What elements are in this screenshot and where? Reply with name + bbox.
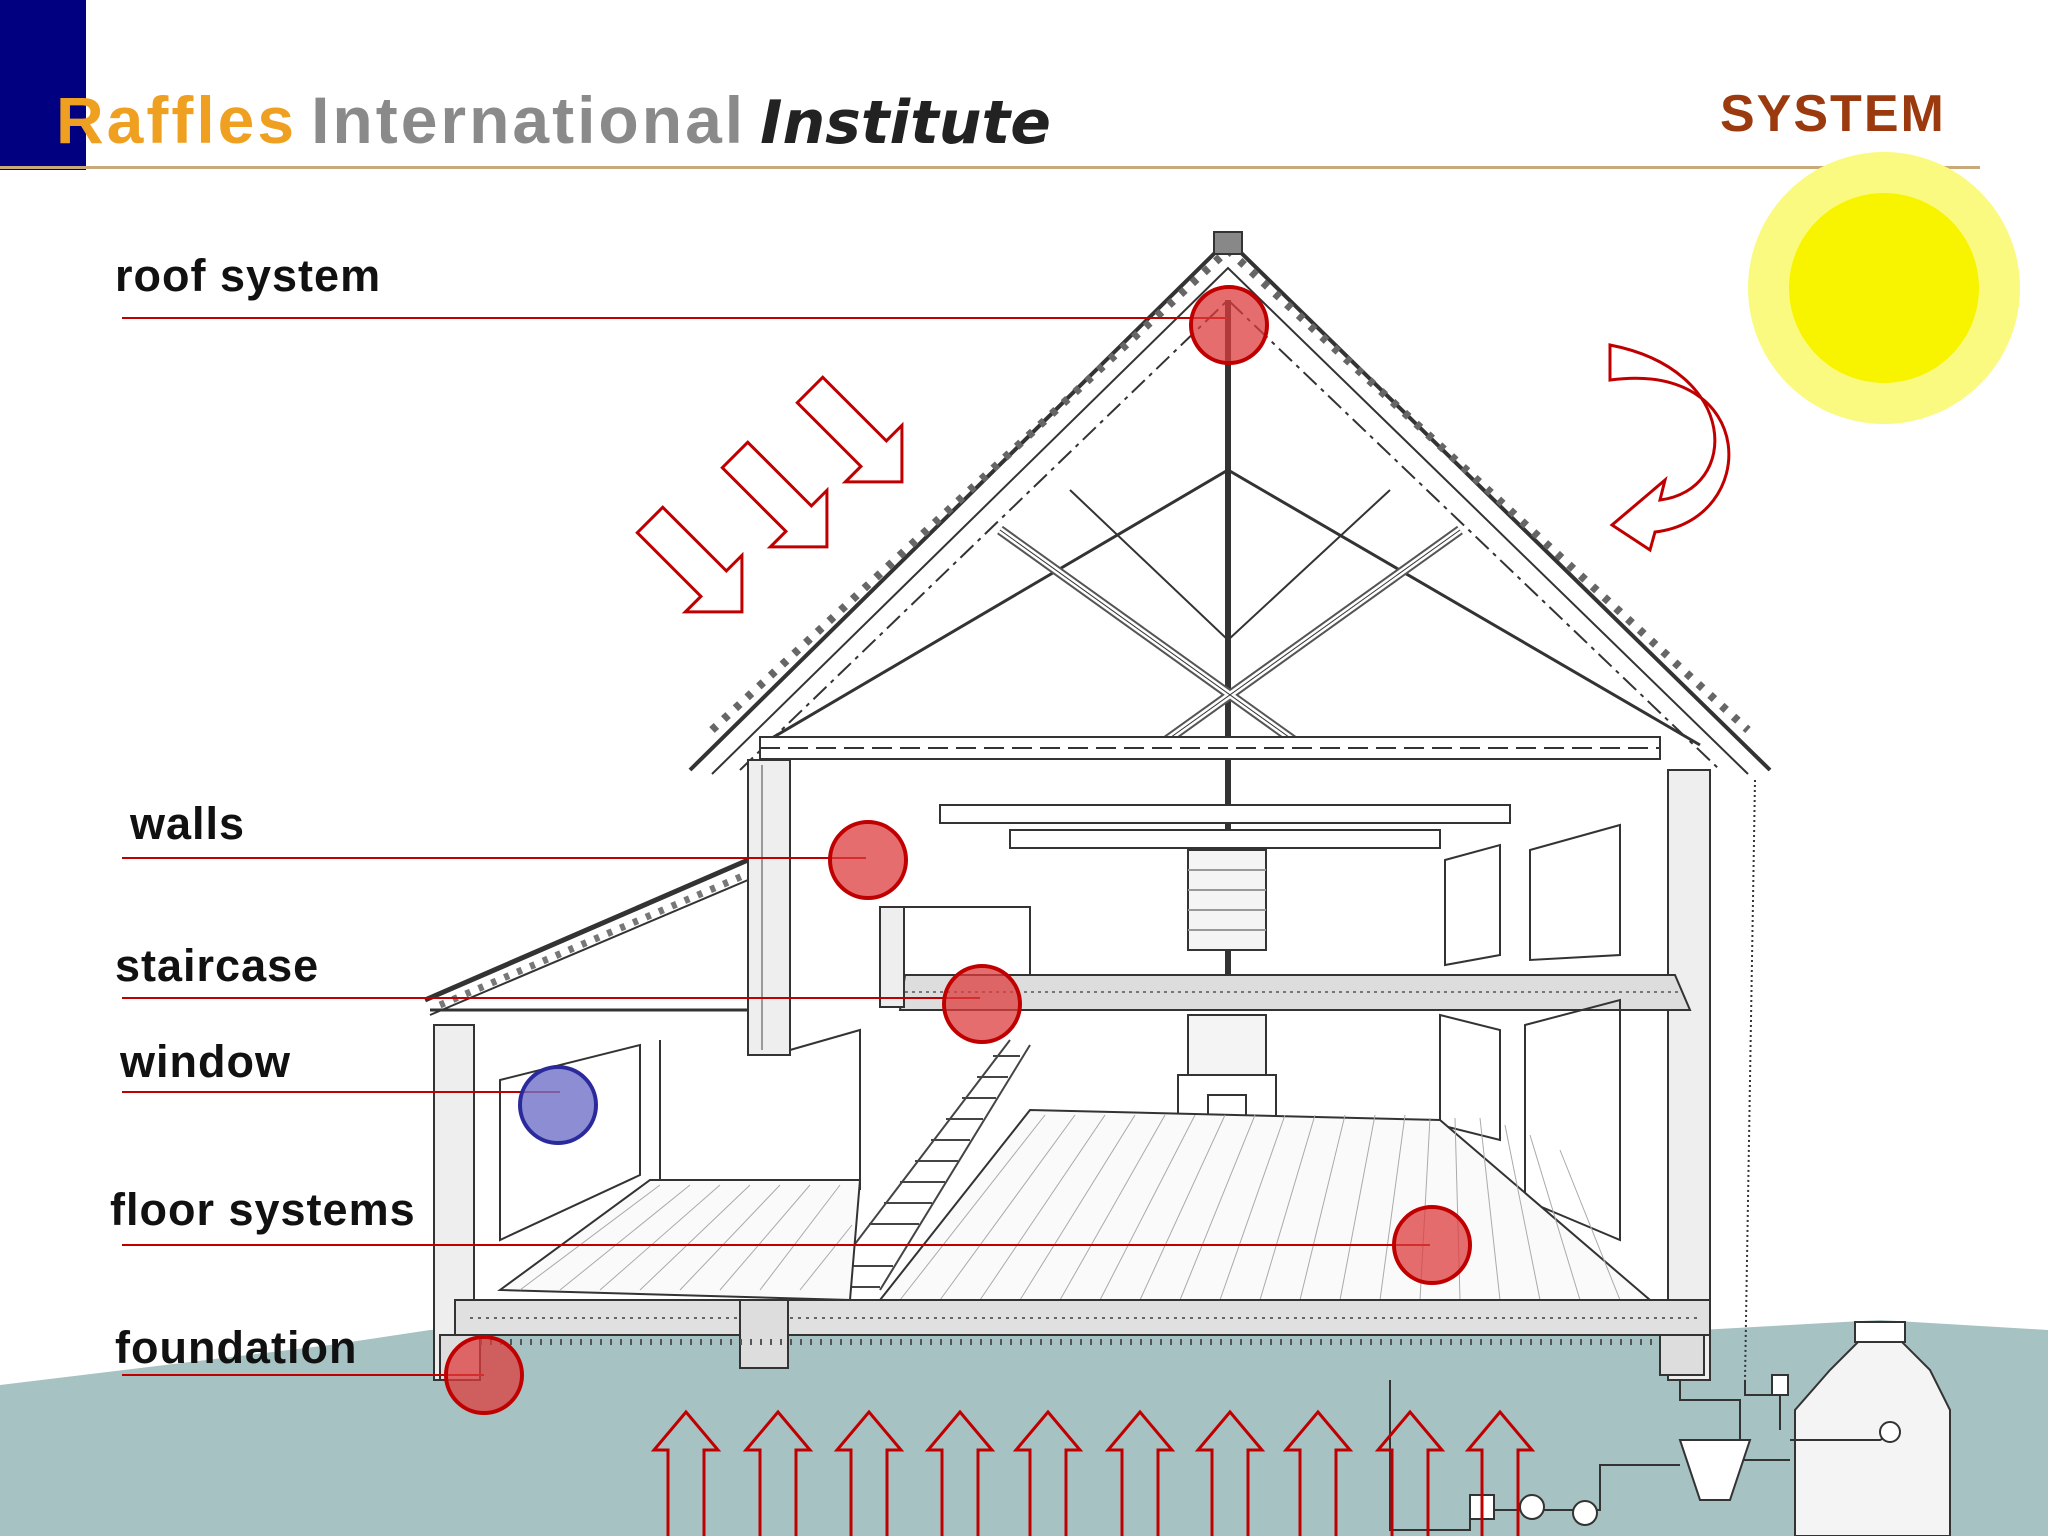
brand-institute: Institute <box>760 88 1051 158</box>
header-divider <box>0 166 1980 169</box>
label-floor-systems: floor systems <box>110 1184 416 1235</box>
ground-arrow-icon <box>1464 1409 1536 1536</box>
sun-icon <box>1748 152 2020 424</box>
ground-arrow-icon <box>1012 1409 1084 1536</box>
label-roof-system: roof system <box>115 250 382 301</box>
ground-arrow-icon <box>742 1409 814 1536</box>
marker-walls <box>828 820 908 900</box>
brand-international: International <box>311 83 747 157</box>
ground-arrow-icon <box>833 1409 905 1536</box>
ground-arrow-icon <box>1282 1409 1354 1536</box>
ground-arrow-icon <box>1194 1409 1266 1536</box>
slide-title: SYSTEM <box>1720 85 1946 143</box>
markers <box>444 285 1472 1415</box>
marker-roof-system <box>1189 285 1269 365</box>
label-window: window <box>120 1036 291 1087</box>
wind-curved-arrow <box>1608 343 1731 553</box>
ground-arrow-icon <box>1104 1409 1176 1536</box>
brand-raffles: Raffles <box>56 83 298 157</box>
marker-foundation <box>444 1335 524 1415</box>
marker-staircase <box>942 964 1022 1044</box>
marker-window <box>518 1065 598 1145</box>
ground-arrows <box>650 1409 1536 1536</box>
ground-arrow-icon <box>650 1409 722 1536</box>
ground-arrow-icon <box>924 1409 996 1536</box>
label-foundation: foundation <box>115 1322 358 1373</box>
label-walls: walls <box>130 798 246 849</box>
leader-lines <box>122 317 1430 1376</box>
label-staircase: staircase <box>115 940 320 991</box>
marker-floor-systems <box>1392 1205 1472 1285</box>
rain-arrows <box>635 375 904 614</box>
corner-accent-block <box>0 0 86 170</box>
ground-arrow-icon <box>1374 1409 1446 1536</box>
